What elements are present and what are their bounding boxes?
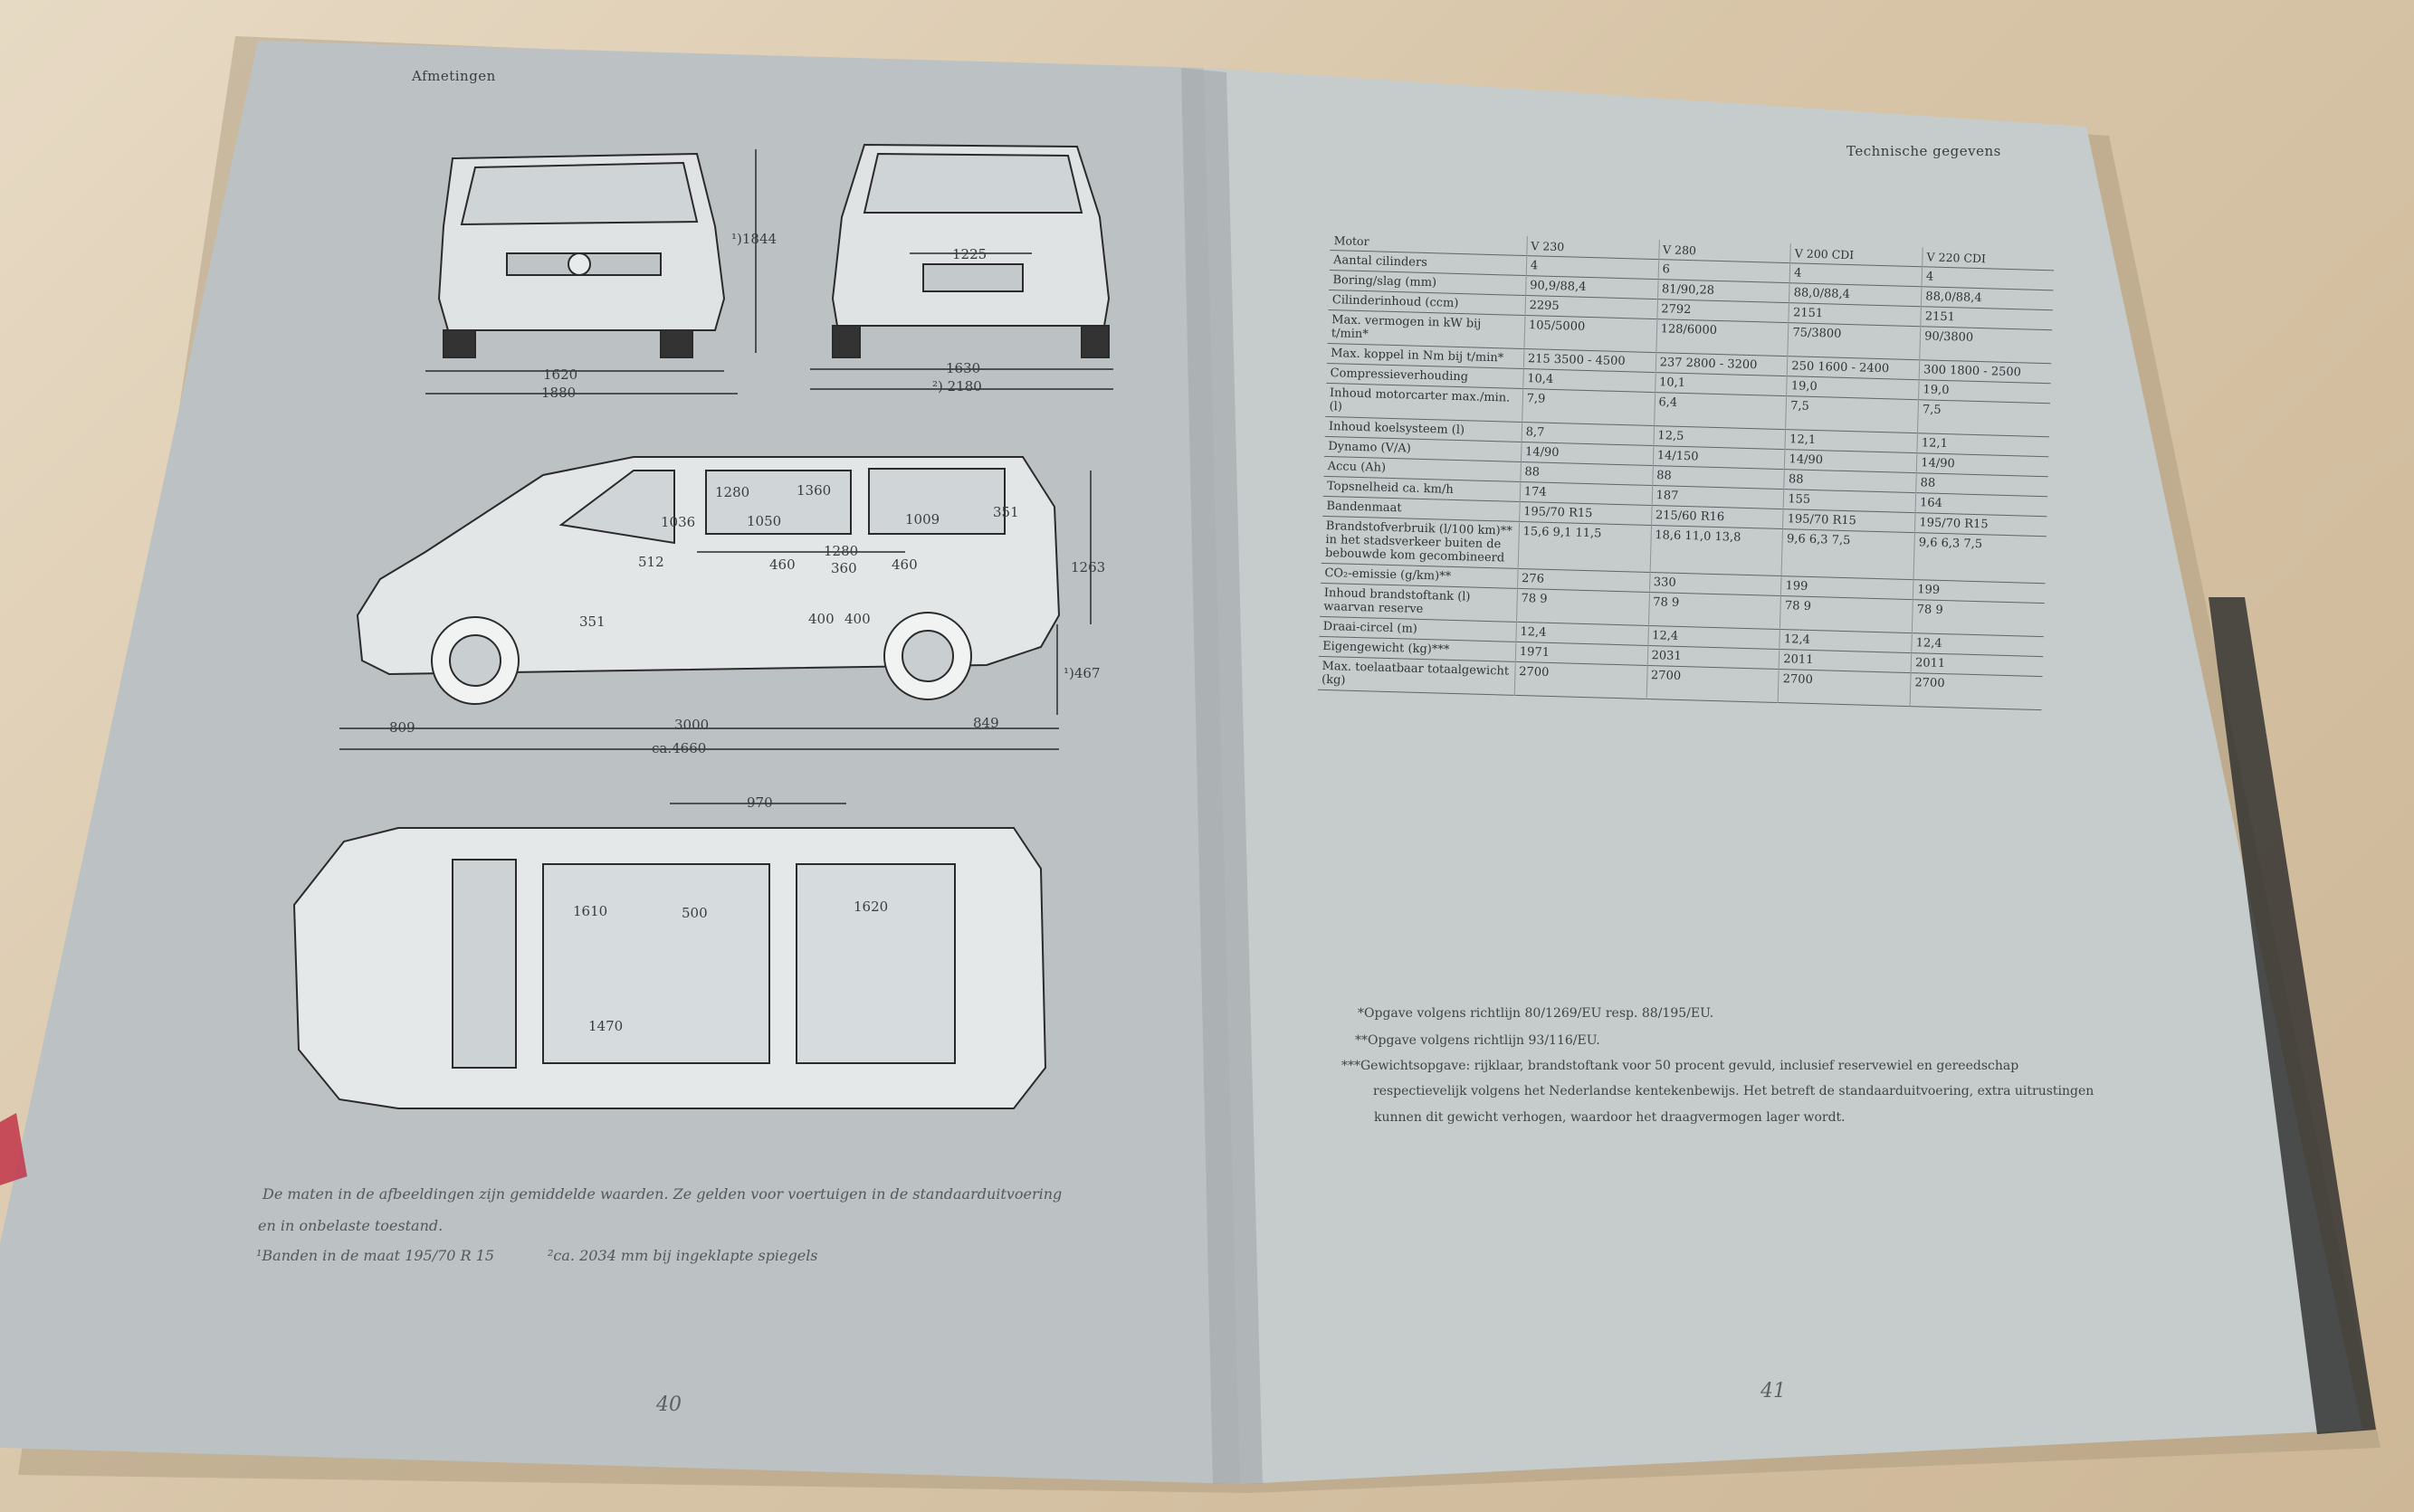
- footnote-5: kunnen dit gewicht verhogen, waardoor he…: [1374, 1110, 1846, 1125]
- dim-front-width: 1880: [541, 385, 577, 401]
- front-view-drawing: [437, 152, 726, 358]
- dim-side-1036: 1036: [661, 514, 696, 530]
- dim-side-length: ca.4660: [652, 740, 707, 756]
- footnote-1: *Opgave volgens richtlijn 80/1269/EU res…: [1358, 1006, 1714, 1021]
- dim-side-512: 512: [638, 554, 664, 570]
- dim-side-360: 360: [831, 560, 857, 576]
- dim-top-1470: 1470: [588, 1018, 624, 1034]
- caption-line-3b: ²ca. 2034 mm bij ingeklapte spiegels: [548, 1247, 818, 1264]
- rear-view-drawing: [831, 143, 1111, 358]
- dim-side-1263: 1263: [1071, 559, 1106, 575]
- caption-line-2: en in onbelaste toestand.: [258, 1217, 444, 1234]
- dim-front-track: 1620: [543, 366, 578, 383]
- footnote-3: ***Gewichtsopgave: rijklaar, brandstofta…: [1341, 1059, 2019, 1073]
- dim-top-1610: 1610: [573, 903, 608, 919]
- dim-side-849: 849: [973, 715, 999, 731]
- dim-side-400a: 400: [808, 611, 835, 627]
- dim-side-351b: 351: [579, 613, 606, 630]
- dim-top-970: 970: [747, 794, 773, 811]
- footnote-4: respectievelijk volgens het Nederlandse …: [1373, 1084, 2094, 1098]
- dim-side-467: ¹)467: [1064, 665, 1101, 681]
- dim-rear-mirrors: ²) 2180: [932, 378, 982, 395]
- top-view-drawing: [292, 827, 1047, 1109]
- dim-side-1050: 1050: [747, 513, 782, 529]
- dim-side-460a: 460: [769, 556, 796, 573]
- right-page-number: 41: [1760, 1380, 1786, 1403]
- dim-top-500: 500: [682, 905, 708, 921]
- dim-side-1360: 1360: [797, 482, 832, 499]
- footnote-2: **Opgave volgens richtlijn 93/116/EU.: [1355, 1033, 1600, 1048]
- dim-side-400b: 400: [844, 611, 871, 627]
- rear-view-dimension-lines: [810, 252, 1113, 390]
- dim-front-height: ¹)1844: [731, 231, 778, 247]
- side-view-dimension-lines: [339, 471, 1092, 750]
- side-view-drawing: [356, 456, 1061, 705]
- dim-side-3000: 3000: [674, 717, 710, 733]
- right-page: [1204, 68, 2362, 1484]
- front-view-dimension-lines: [425, 149, 757, 395]
- dim-rear-width: 1225: [952, 246, 988, 262]
- dim-side-351a: 351: [993, 504, 1019, 520]
- dim-side-1009: 1009: [905, 511, 940, 528]
- dim-rear-track: 1630: [946, 360, 981, 376]
- caption-line-3a: ¹Banden in de maat 195/70 R 15: [256, 1247, 495, 1264]
- dim-side-460b: 460: [892, 556, 918, 573]
- dim-side-1280a: 1280: [715, 484, 750, 500]
- left-section-title: Afmetingen: [412, 68, 496, 84]
- dim-side-809: 809: [389, 719, 415, 736]
- left-page: [0, 41, 1240, 1484]
- right-section-title: Technische gegevens: [1846, 143, 2001, 159]
- dim-side-1280b: 1280: [824, 543, 859, 559]
- caption-line-1: De maten in de afbeeldingen zijn gemidde…: [262, 1185, 1063, 1203]
- dim-top-1620: 1620: [854, 899, 889, 915]
- left-page-number: 40: [656, 1393, 682, 1416]
